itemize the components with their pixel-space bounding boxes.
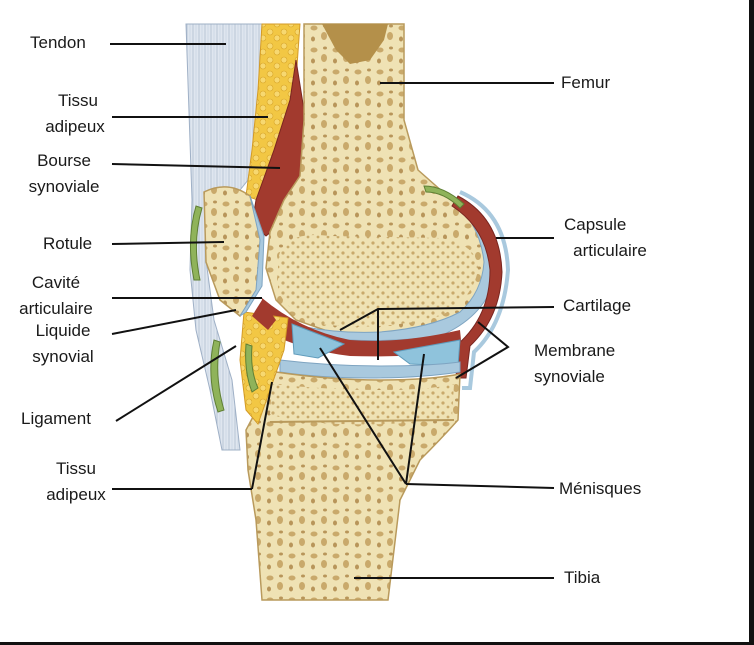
fat-pad-bottom: [239, 311, 289, 425]
label-bourse-synoviale: Bourse synoviale: [18, 148, 110, 200]
frame-right-edge: [749, 0, 754, 645]
frame-bottom-edge: [0, 642, 754, 645]
label-ligament: Ligament: [21, 409, 91, 428]
label-cavite-articulaire: Cavité articulaire: [6, 270, 106, 322]
label-bourse-line1: Bourse: [37, 151, 91, 170]
label-cavite-line1: Cavité: [31, 273, 81, 292]
label-tibia: Tibia: [564, 568, 601, 587]
label-capsule-line2: articulaire: [573, 241, 647, 260]
ligament-strip-3: [245, 343, 259, 393]
label-femur: Femur: [561, 73, 611, 92]
label-menisques: Ménisques: [559, 479, 642, 498]
label-liquide-line1: Liquide: [35, 321, 91, 340]
leader-lines: [110, 43, 555, 579]
tibia-cartilage: [279, 359, 461, 379]
label-capsule-articulaire: Capsule articulaire: [560, 212, 660, 264]
label-membrane-synoviale: Membrane synoviale: [534, 338, 615, 390]
tibia-shape: [245, 371, 461, 601]
label-cavite-line2: articulaire: [19, 299, 93, 318]
joint-capsule: [451, 195, 503, 379]
label-membrane-line1: Membrane: [534, 341, 616, 360]
label-cartilage: Cartilage: [563, 296, 632, 315]
label-liquide-synovial: Liquide synovial: [20, 318, 106, 370]
ligament-strip-4: [423, 185, 465, 209]
label-tissu-adipeux-top-line2: adipeux: [45, 117, 105, 136]
label-liquide-line2: synovial: [32, 347, 94, 366]
patella-cartilage: [239, 195, 265, 317]
label-tissu-adipeux-top-line1: Tissu: [58, 91, 98, 110]
label-tendon: Tendon: [30, 33, 86, 52]
label-tissu-adipeux-bottom: Tissu adipeux: [46, 456, 106, 508]
meniscus-left: [291, 323, 346, 359]
label-rotule: Rotule: [43, 234, 93, 253]
label-bourse-line2: synoviale: [28, 177, 100, 196]
label-tissu-adipeux-top: Tissu adipeux: [45, 88, 106, 140]
label-tissu-adipeux-bottom-line1: Tissu: [56, 459, 96, 478]
label-membrane-line2: synoviale: [534, 367, 605, 386]
label-capsule-line1: Capsule: [564, 215, 627, 234]
label-tissu-adipeux-bottom-line2: adipeux: [46, 485, 106, 504]
